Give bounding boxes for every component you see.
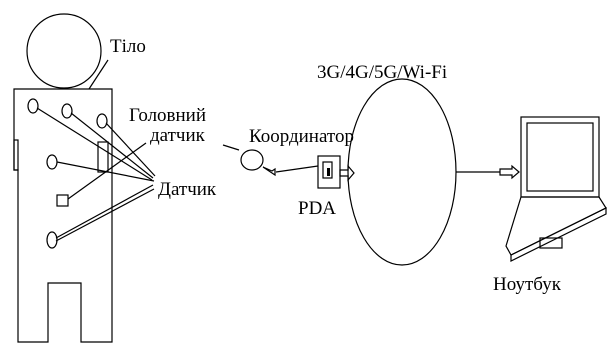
main-sensor-node — [223, 145, 318, 175]
pda-label: PDA — [298, 198, 336, 219]
sensor-node — [62, 104, 72, 118]
network-to-laptop-link — [456, 166, 519, 178]
main-sensor-label-1: Головний — [129, 105, 206, 126]
laptop-icon — [506, 117, 606, 261]
sensor-wires — [37, 108, 155, 241]
body-sensors — [28, 99, 107, 248]
sensor-node — [47, 232, 57, 248]
main-sensor-label-2: датчик — [150, 125, 206, 146]
sensor-square — [57, 195, 68, 206]
sensor-node — [28, 99, 38, 113]
coordinator-label: Координатор — [249, 126, 354, 147]
sensor-label: Датчик — [158, 179, 217, 200]
network-label: 3G/4G/5G/Wi-Fi — [317, 62, 447, 83]
laptop-label: Ноутбук — [493, 274, 562, 295]
network-cloud — [348, 79, 456, 265]
sensor-node — [97, 114, 107, 128]
sensor-node — [47, 155, 57, 169]
body-label: Тіло — [110, 36, 146, 57]
head — [27, 14, 101, 88]
